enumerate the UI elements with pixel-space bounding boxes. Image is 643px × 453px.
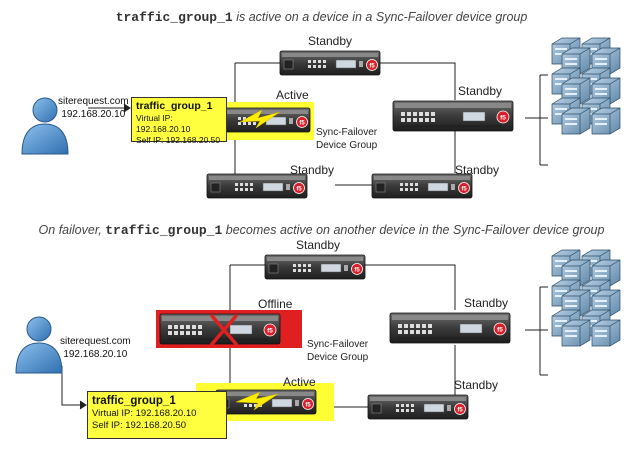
top-tg-self-ip: Self IP: 192.168.20.50 — [136, 135, 221, 145]
top-caption: traffic_group_1 is active on a device in… — [0, 10, 643, 25]
bottom-standby-top-device-icon — [264, 254, 366, 280]
top-tg-title: traffic_group_1 — [136, 100, 213, 112]
bottom-standby-right-device-icon — [389, 312, 511, 344]
top-group-line1: Sync-Failover — [316, 127, 378, 138]
bottom-diagram — [15, 250, 620, 421]
bottom-server-farm-icon — [552, 250, 620, 346]
top-standby-top-label: Standby — [308, 34, 353, 48]
bottom-client-person-icon — [15, 316, 63, 374]
top-lightning-icon — [239, 109, 281, 129]
bottom-caption-text: becomes active on another device in the … — [222, 223, 605, 237]
bottom-tg-virtual-ip: Virtual IP: 192.168.20.10 — [92, 408, 197, 419]
bottom-standby-top-label: Standby — [296, 238, 341, 252]
bottom-caption: On failover, traffic_group_1 becomes act… — [0, 223, 643, 238]
bottom-site-label: siterequest.com 192.168.20.10 — [60, 335, 131, 361]
bottom-standby-br-label: Standby — [454, 378, 499, 392]
top-standby-right-label: Standby — [458, 84, 503, 98]
top-connection-lines — [88, 62, 548, 186]
bottom-standby-right-label: Standby — [464, 296, 509, 310]
top-server-farm-icon — [552, 38, 620, 134]
top-standby-bl-label: Standby — [290, 163, 335, 177]
top-group-label: Sync-Failover Device Group — [316, 126, 377, 152]
bottom-offline-label: Offline — [258, 297, 293, 311]
top-site-label: siterequest.com 192.168.20.10 — [58, 95, 129, 121]
top-standby-top-device-icon — [279, 50, 381, 76]
bottom-group-line2: Device Group — [307, 352, 369, 363]
top-tg-virtual-ip: Virtual IP: 192.168.20.10 — [136, 113, 191, 134]
top-group-line2: Device Group — [316, 140, 378, 151]
bottom-caption-code: traffic_group_1 — [105, 223, 223, 238]
bottom-lightning-icon — [235, 391, 279, 411]
top-standby-br-label: Standby — [455, 163, 500, 177]
top-caption-text: is active on a device in a Sync-Failover… — [232, 10, 528, 24]
top-standby-br-device-icon — [371, 173, 473, 199]
bottom-offline-x-icon — [210, 314, 238, 346]
bottom-traffic-group-box: traffic_group_1 Virtual IP: 192.168.20.1… — [87, 391, 227, 439]
top-standby-right-device-icon — [392, 100, 514, 132]
top-site-ip: 192.168.20.10 — [61, 109, 126, 120]
top-traffic-group-box: traffic_group_1 Virtual IP: 192.168.20.1… — [131, 97, 227, 145]
bottom-group-line1: Sync-Failover — [307, 339, 369, 350]
bottom-site-ip: 192.168.20.10 — [63, 349, 128, 360]
bottom-site-name: siterequest.com — [60, 336, 131, 347]
bottom-offline-device-icon — [159, 313, 281, 345]
top-caption-code: traffic_group_1 — [115, 10, 233, 25]
bottom-standby-br-device-icon — [367, 394, 469, 420]
top-site-name: siterequest.com — [58, 96, 129, 107]
bottom-tg-title: traffic_group_1 — [92, 395, 176, 407]
top-standby-bl-device-icon — [206, 173, 308, 199]
top-active-label: Active — [276, 88, 309, 102]
bottom-tg-self-ip: Self IP: 192.168.20.50 — [92, 420, 187, 431]
bottom-active-label: Active — [283, 375, 316, 389]
bottom-group-label: Sync-Failover Device Group — [307, 338, 368, 364]
bottom-caption-pre: On failover, — [38, 223, 106, 237]
